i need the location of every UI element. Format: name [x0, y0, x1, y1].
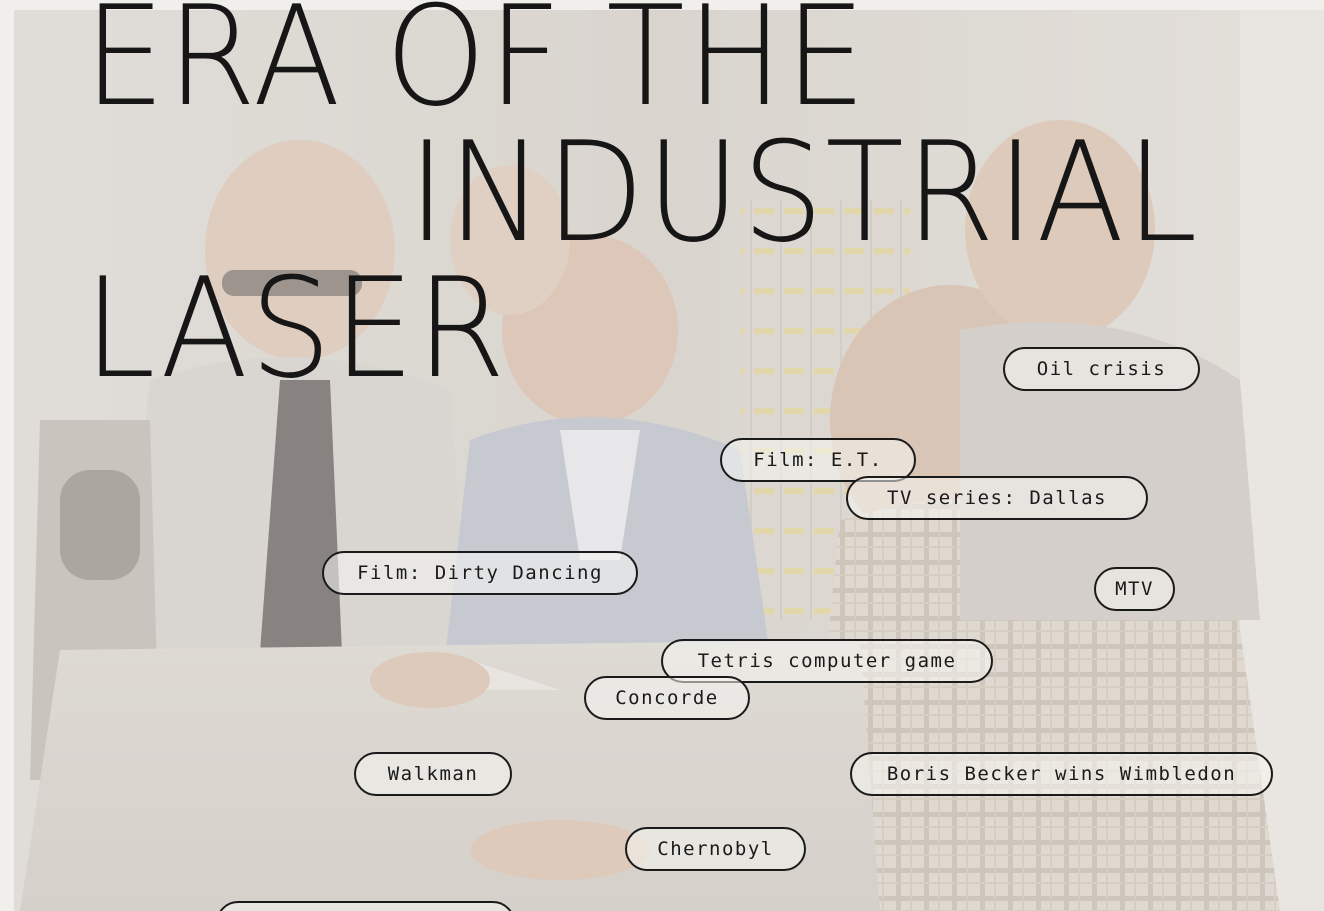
event-chip-oil-crisis[interactable]: Oil crisis	[1003, 347, 1200, 391]
headline-line-3: LASER	[84, 248, 508, 409]
event-chip-film-et[interactable]: Film: E.T.	[720, 438, 916, 482]
event-chip-tetris[interactable]: Tetris computer game	[661, 639, 993, 683]
event-chip-partial[interactable]	[216, 901, 515, 911]
event-chip-walkman[interactable]: Walkman	[354, 752, 512, 796]
event-chip-concorde[interactable]: Concorde	[584, 676, 750, 720]
headline-line-1: ERA OF THE	[84, 0, 868, 137]
event-chip-mtv[interactable]: MTV	[1094, 567, 1175, 611]
event-chip-chernobyl[interactable]: Chernobyl	[625, 827, 806, 871]
event-chip-boris-becker[interactable]: Boris Becker wins Wimbledon	[850, 752, 1273, 796]
event-chip-film-dirty-dancing[interactable]: Film: Dirty Dancing	[322, 551, 638, 595]
event-chip-tv-dallas[interactable]: TV series: Dallas	[846, 476, 1148, 520]
headline-line-2: INDUSTRIAL	[408, 112, 1200, 273]
